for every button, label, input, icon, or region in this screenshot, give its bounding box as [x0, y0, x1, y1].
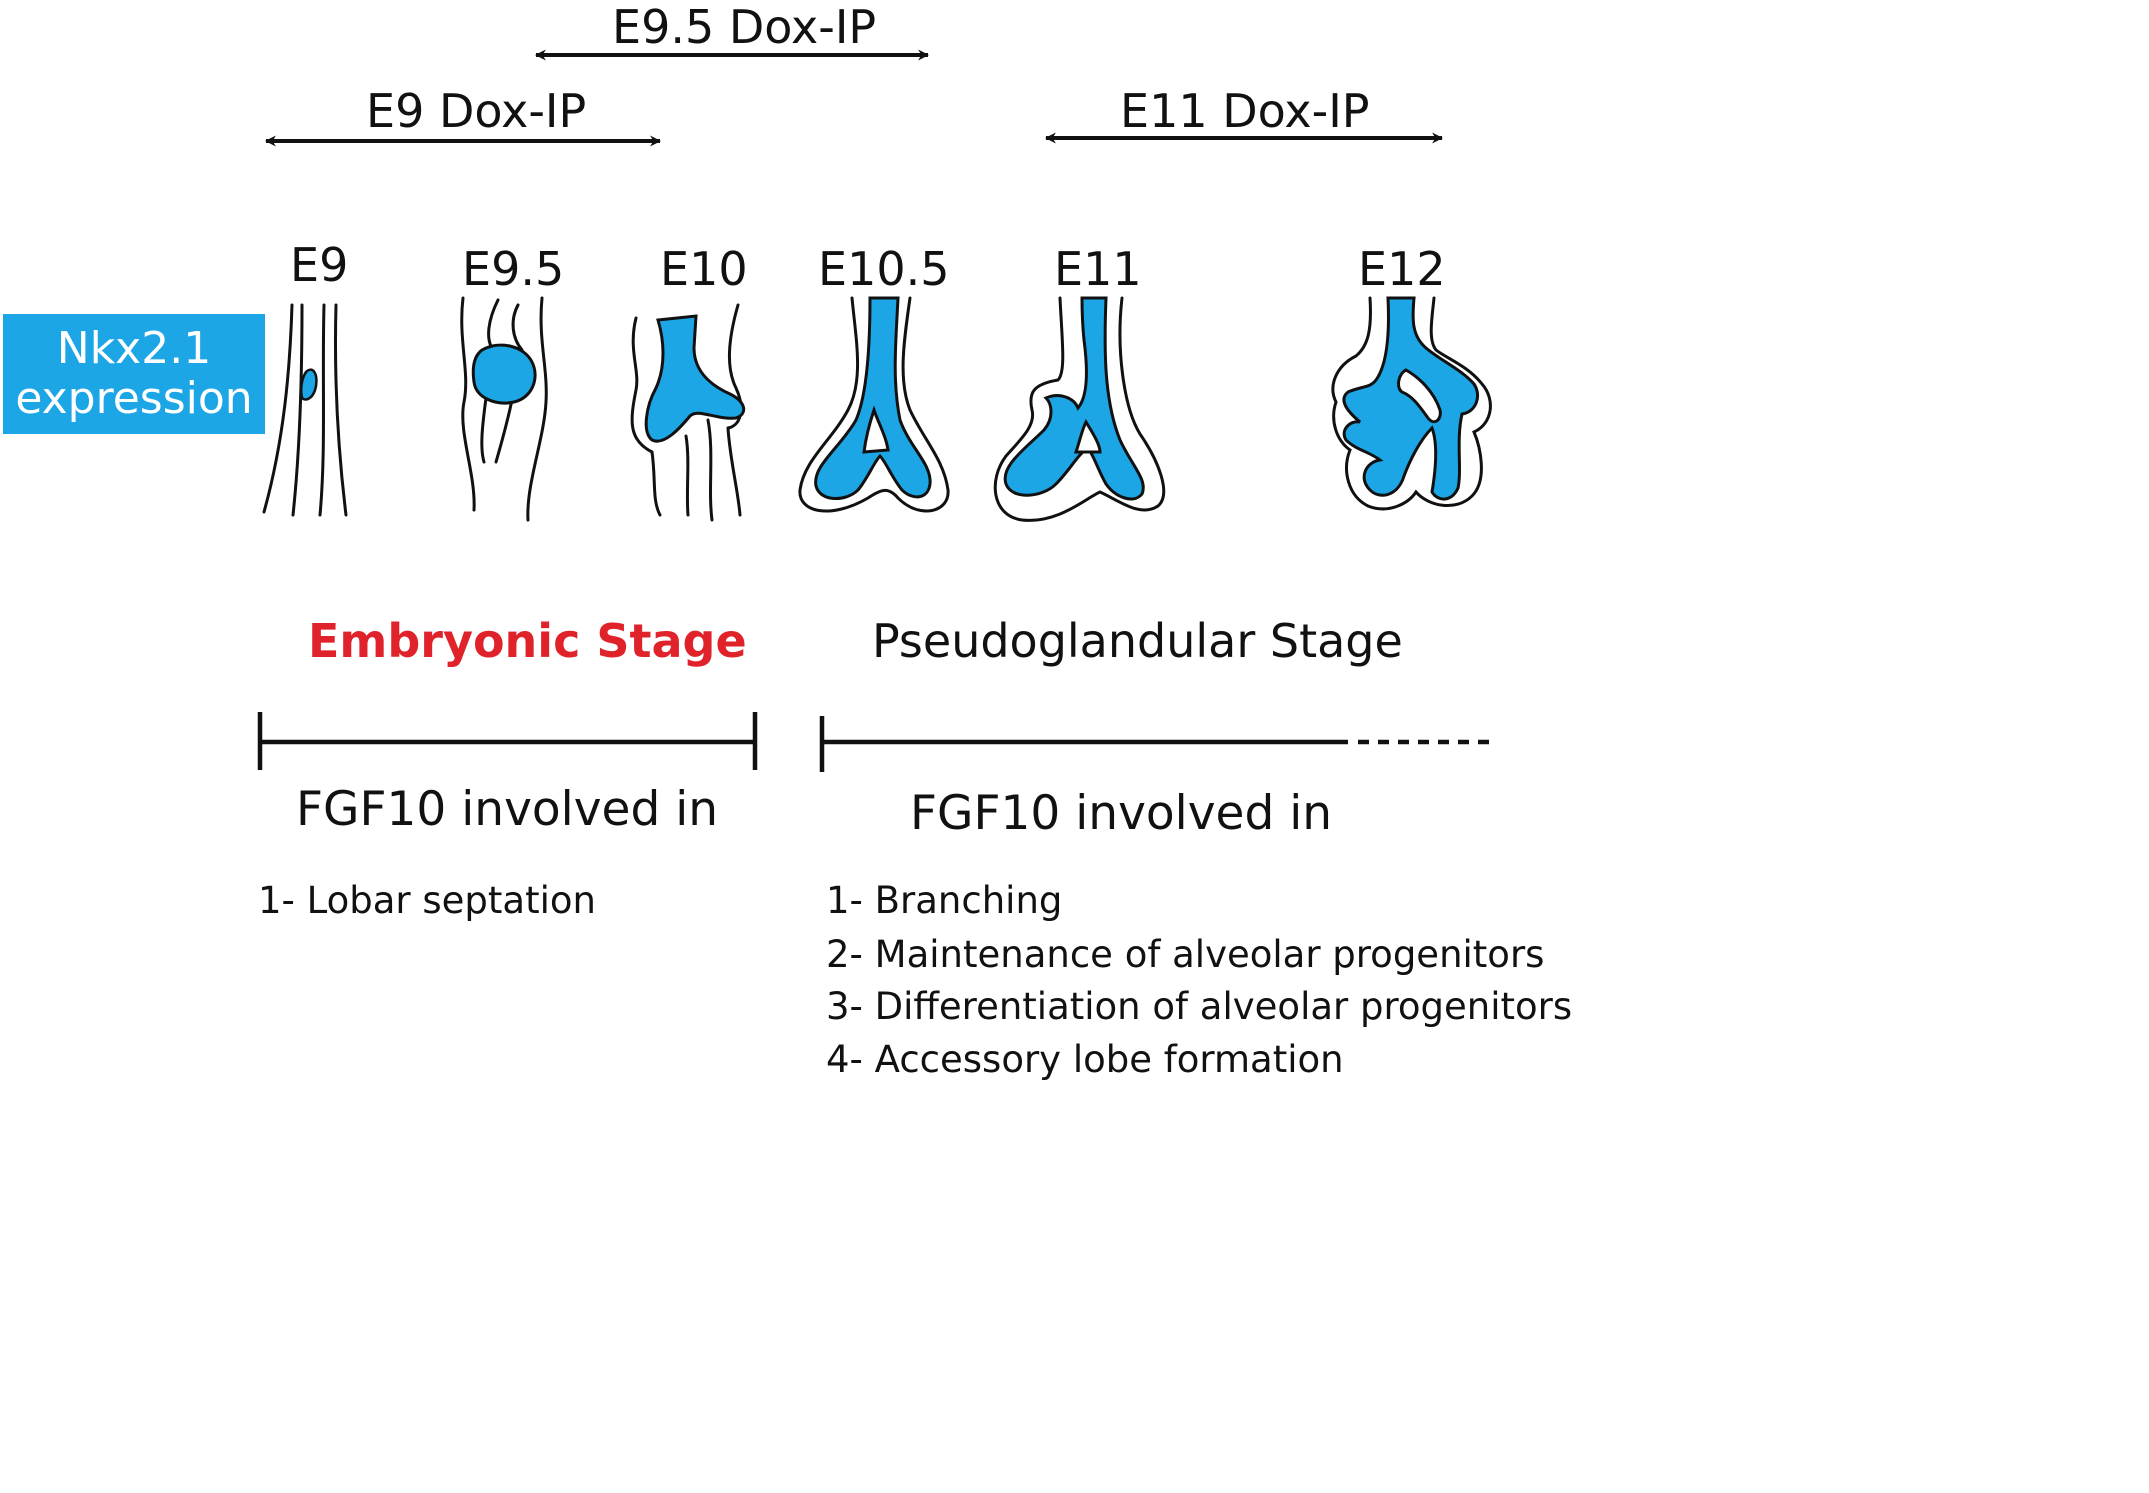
embryonic-item-1: 1- Lobar septation	[258, 879, 596, 922]
dox-label-e9: E9 Dox-IP	[366, 84, 587, 138]
pseudoglandular-item-1: 1- Branching	[826, 879, 1063, 922]
pseudoglandular-item-3: 3- Differentiation of alveolar progenito…	[826, 985, 1573, 1028]
pseudoglandular-item-4: 4- Accessory lobe formation	[826, 1038, 1344, 1081]
nkx2-1-label: Nkx2.1	[56, 323, 212, 374]
stage-label-e9-5: E9.5	[462, 242, 565, 296]
pseudoglandular-fgf10-heading: FGF10 involved in	[910, 786, 1333, 841]
stage-label-e11: E11	[1054, 242, 1142, 296]
expression-label: expression	[15, 373, 253, 424]
pseudoglandular-item-2: 2- Maintenance of alveolar progenitors	[826, 933, 1545, 976]
stage-label-e10-5: E10.5	[818, 242, 950, 296]
stage-label-e9: E9	[290, 238, 349, 292]
dox-label-e9-5: E9.5 Dox-IP	[612, 0, 877, 54]
dox-label-e11: E11 Dox-IP	[1120, 84, 1370, 138]
foregut-e12-drawing	[1331, 296, 1492, 511]
diagram-canvas	[257, 49, 1492, 772]
embryonic-fgf10-heading: FGF10 involved in	[296, 782, 719, 837]
foregut-e9-5-drawing	[460, 296, 548, 522]
foregut-e9-drawing	[262, 303, 348, 517]
pseudoglandular-timeline-bar	[819, 716, 1490, 772]
stage-label-e10: E10	[660, 242, 748, 296]
pseudoglandular-stage-title: Pseudoglandular Stage	[872, 614, 1403, 668]
foregut-e10-drawing	[630, 303, 746, 522]
embryonic-timeline-bar	[257, 712, 758, 770]
foregut-e11-drawing	[993, 296, 1166, 522]
foregut-e10-5-drawing	[798, 296, 950, 513]
stage-label-e12: E12	[1358, 242, 1446, 296]
embryonic-stage-title: Embryonic Stage	[308, 614, 747, 668]
nkx2-1-expression-box: Nkx2.1 expression	[3, 314, 265, 434]
